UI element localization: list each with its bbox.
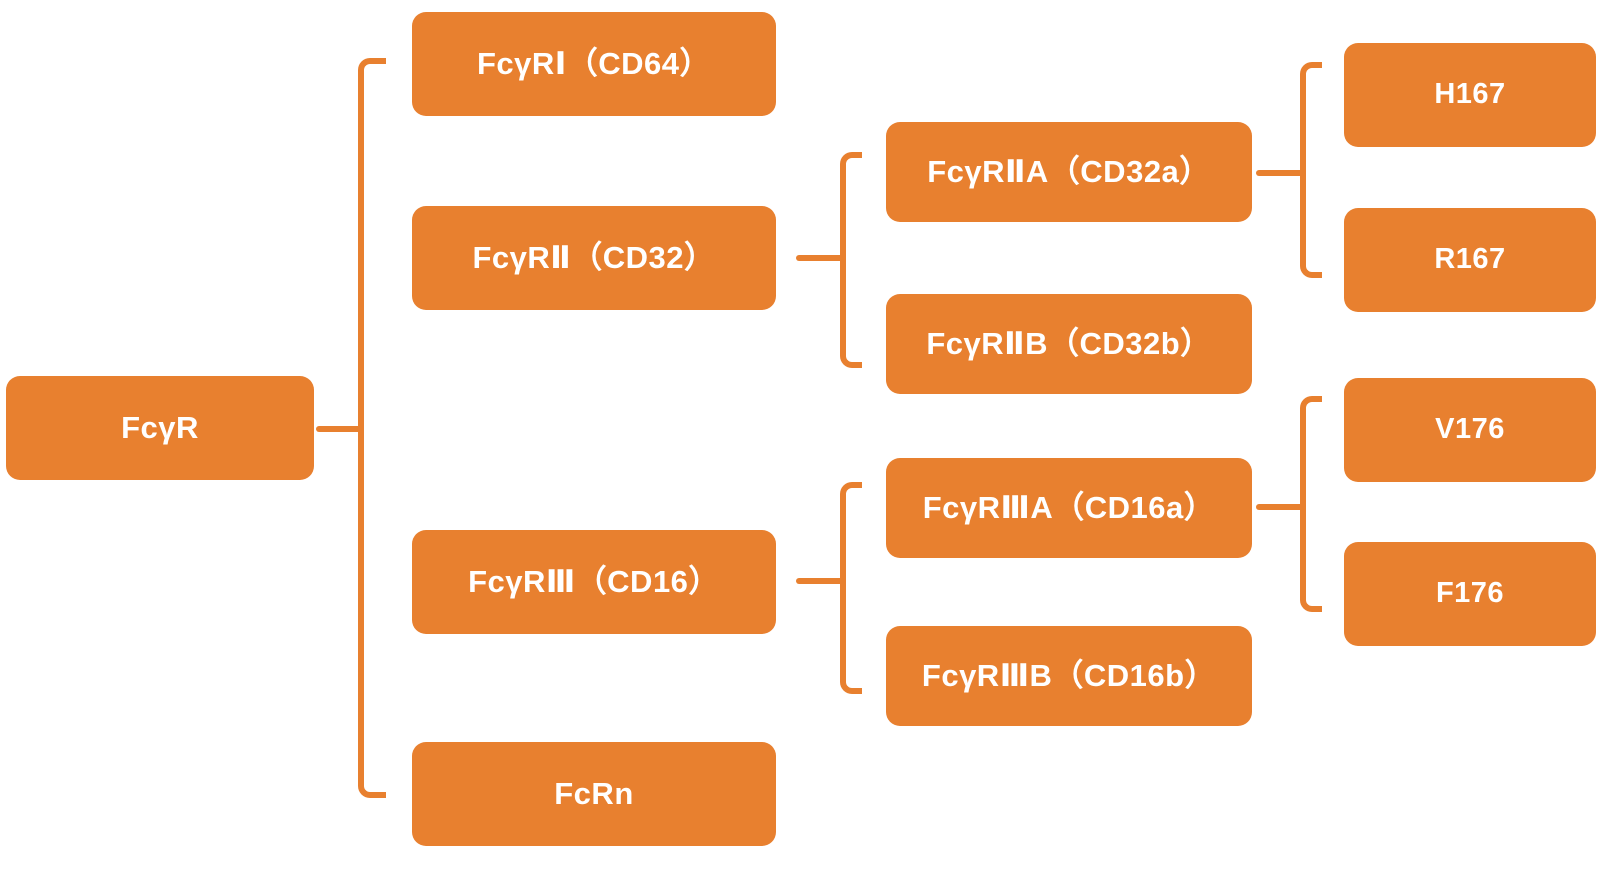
node-fcgr2-cd32[interactable]: FcγRⅡ（CD32） (412, 206, 776, 310)
node-fcgr2a-cd32a[interactable]: FcγRⅡA（CD32a） (886, 122, 1252, 222)
node-label: V176 (1435, 413, 1505, 446)
node-label: FcRn (554, 775, 634, 811)
connector-fcgr3a-stub (1256, 504, 1306, 510)
node-fcgr1-cd64[interactable]: FcγRⅠ（CD64） (412, 12, 776, 116)
node-f176[interactable]: F176 (1344, 542, 1596, 646)
node-label: FcγRⅡB（CD32b） (926, 325, 1212, 361)
connector-fcgr3-stub (796, 578, 846, 584)
node-label: FcγRⅢA（CD16a） (922, 489, 1216, 525)
bracket-fcgr3 (840, 482, 862, 694)
node-fcgr3-cd16[interactable]: FcγRⅢ（CD16） (412, 530, 776, 634)
connector-fcgr2a-stub (1256, 170, 1306, 176)
node-label: FcγR (121, 409, 199, 445)
node-fcgr3a-cd16a[interactable]: FcγRⅢA（CD16a） (886, 458, 1252, 558)
node-label: FcγRⅢ（CD16） (468, 563, 720, 599)
node-v176[interactable]: V176 (1344, 378, 1596, 482)
node-fcgr2b-cd32b[interactable]: FcγRⅡB（CD32b） (886, 294, 1252, 394)
node-label: FcγRⅢB（CD16b） (921, 657, 1217, 693)
node-fcgr-root[interactable]: FcγR (6, 376, 314, 480)
node-label: R167 (1434, 243, 1506, 276)
connector-fcgr2-stub (796, 255, 846, 261)
node-h167[interactable]: H167 (1344, 43, 1596, 147)
node-label: H167 (1434, 78, 1506, 111)
node-fcrn[interactable]: FcRn (412, 742, 776, 846)
node-label: FcγRⅡ（CD32） (472, 239, 716, 275)
bracket-root (358, 58, 386, 798)
node-label: FcγRⅠ（CD64） (476, 45, 712, 81)
node-label: F176 (1435, 577, 1505, 610)
node-r167[interactable]: R167 (1344, 208, 1596, 312)
connector-root-stub (316, 426, 362, 432)
node-label: FcγRⅡA（CD32a） (927, 153, 1211, 189)
node-fcgr3b-cd16b[interactable]: FcγRⅢB（CD16b） (886, 626, 1252, 726)
